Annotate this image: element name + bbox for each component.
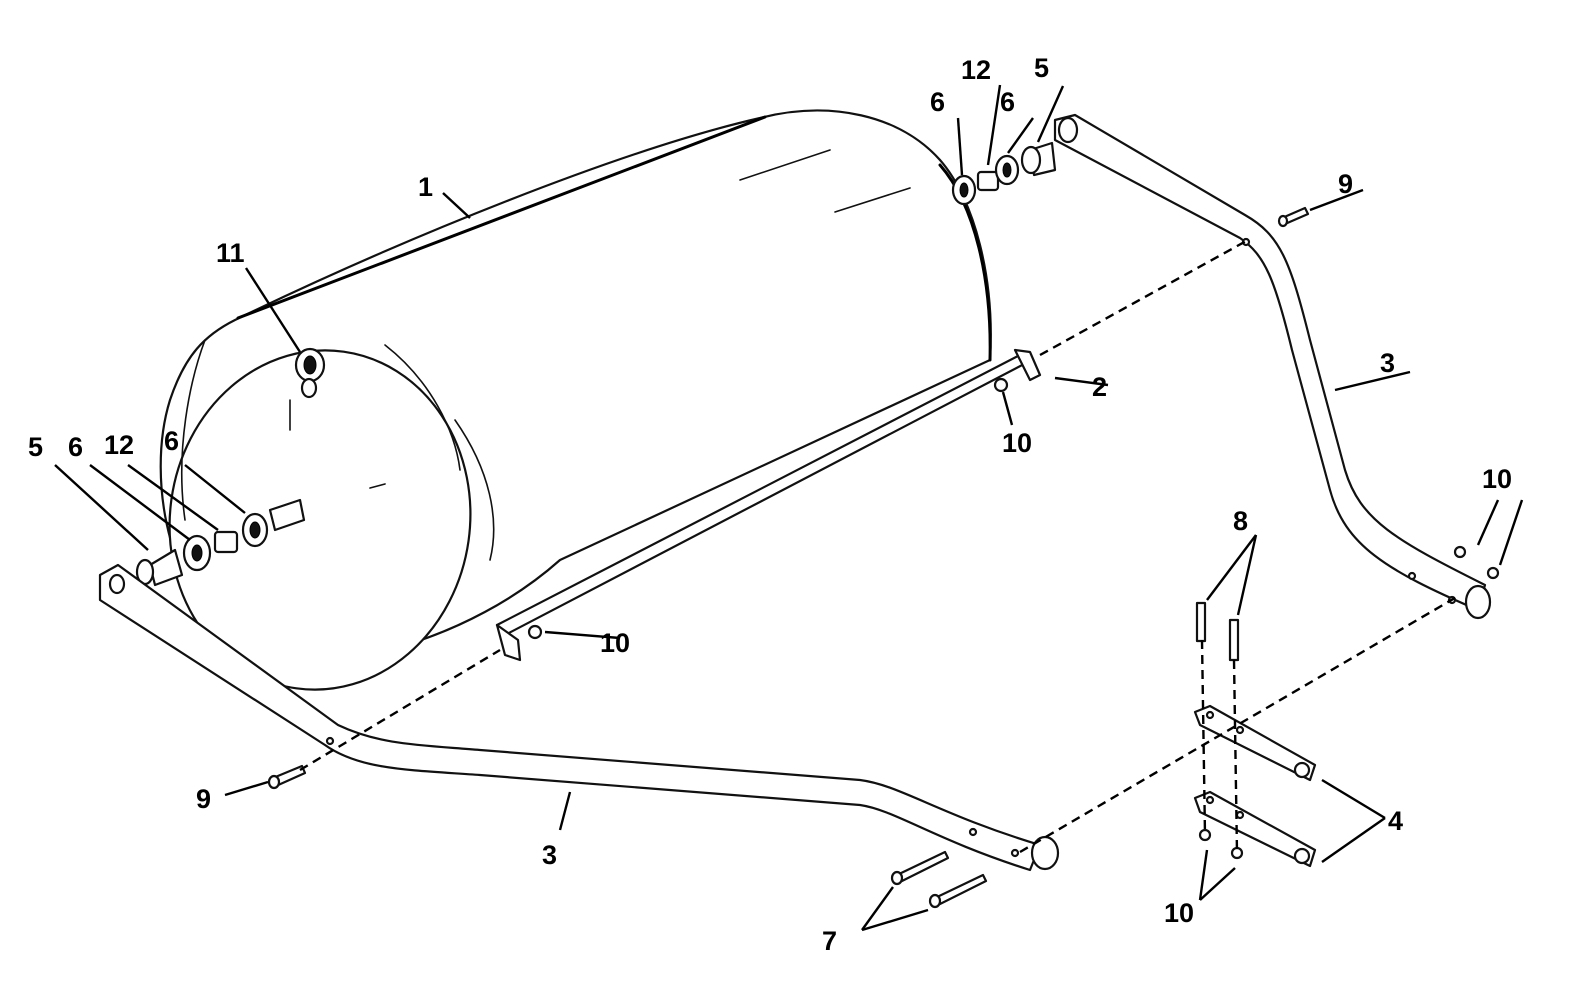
scraper-bar xyxy=(495,348,1042,662)
left-axle-assembly xyxy=(135,498,306,587)
callout-10-bar: 10 xyxy=(600,628,630,658)
callout-10-frame: 10 xyxy=(1482,464,1512,494)
callout-5-right: 5 xyxy=(1034,53,1049,83)
callout-9-right: 9 xyxy=(1338,169,1353,199)
callout-3-right: 3 xyxy=(1380,348,1395,378)
callout-10-bracket: 10 xyxy=(1164,898,1194,928)
callout-11: 11 xyxy=(216,238,245,268)
frame-arm-right xyxy=(1053,113,1492,620)
callout-4: 4 xyxy=(1388,806,1403,836)
callout-10-scraper: 10 xyxy=(1002,428,1032,458)
callout-6-right-outer: 6 xyxy=(930,87,945,117)
callout-2: 2 xyxy=(1092,372,1107,402)
leader-lines xyxy=(54,84,1524,932)
callout-6-right-inner: 6 xyxy=(1000,87,1015,117)
roller-drum xyxy=(159,109,992,691)
callout-6-left-outer: 6 xyxy=(68,432,83,462)
callout-3-left: 3 xyxy=(542,840,557,870)
fasteners xyxy=(267,206,1500,909)
callout-labels: 1 2 3 3 4 5 5 6 6 6 6 7 8 9 9 10 10 10 1… xyxy=(28,53,1512,956)
assembly-lines xyxy=(299,238,1461,854)
callout-6-left-inner: 6 xyxy=(164,426,179,456)
callout-9-left: 9 xyxy=(196,784,211,814)
fill-plug xyxy=(294,347,326,399)
callout-8: 8 xyxy=(1233,506,1248,536)
callout-7: 7 xyxy=(822,926,837,956)
callout-12-left: 12 xyxy=(104,430,134,460)
frame-arm-left xyxy=(98,563,1060,872)
right-axle-assembly xyxy=(951,141,1057,206)
handle-brackets xyxy=(1193,704,1317,868)
callout-12-right: 12 xyxy=(961,55,991,85)
callout-1: 1 xyxy=(418,172,433,202)
callout-5-left: 5 xyxy=(28,432,43,462)
